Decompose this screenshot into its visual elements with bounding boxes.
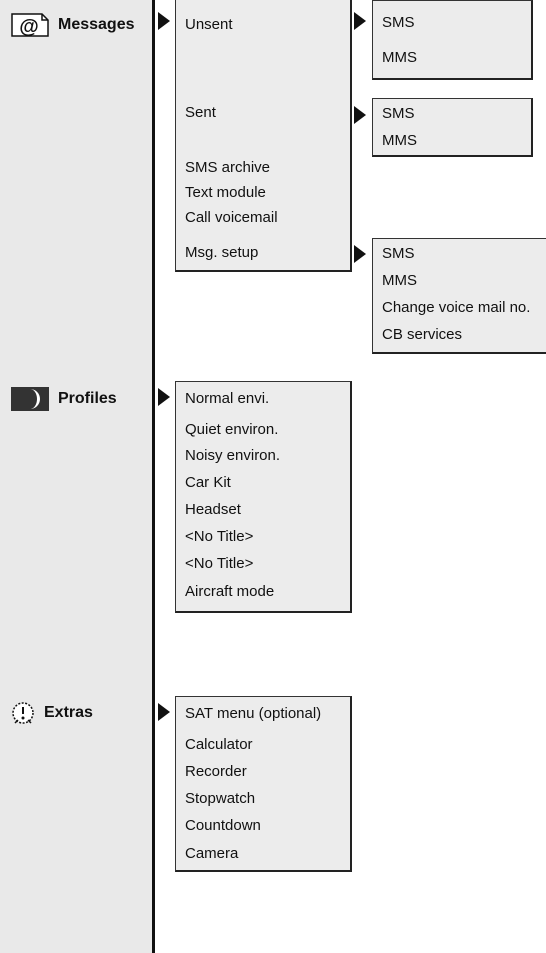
- menu-profiles[interactable]: Profiles: [10, 384, 117, 414]
- messages-panel: Unsent Sent SMS archive Text module Call…: [175, 0, 352, 272]
- profiles-panel: Normal envi. Quiet environ. Noisy enviro…: [175, 381, 352, 613]
- extras-stopwatch[interactable]: Stopwatch: [185, 790, 256, 807]
- setup-mms[interactable]: MMS: [382, 272, 417, 289]
- arrow-right-icon: [158, 12, 170, 30]
- profile-headset[interactable]: Headset: [185, 501, 241, 518]
- sent-sms[interactable]: SMS: [382, 105, 415, 122]
- item-unsent[interactable]: Unsent: [185, 16, 233, 33]
- item-sms-archive[interactable]: SMS archive: [185, 159, 271, 176]
- menu-messages[interactable]: @ Messages: [10, 10, 135, 40]
- menu-extras[interactable]: Extras: [10, 698, 93, 728]
- sent-submenu: SMS MMS: [372, 98, 533, 157]
- arrow-right-icon: [354, 106, 366, 124]
- extras-calculator[interactable]: Calculator: [185, 736, 253, 753]
- extras-sat-menu[interactable]: SAT menu (optional): [185, 705, 322, 722]
- svg-text:@: @: [19, 16, 39, 38]
- arrow-right-icon: [158, 388, 170, 406]
- setup-sms[interactable]: SMS: [382, 245, 415, 262]
- unsent-submenu: SMS MMS: [372, 0, 533, 80]
- menu-messages-label: Messages: [58, 16, 135, 33]
- unsent-mms[interactable]: MMS: [382, 49, 417, 66]
- arrow-right-icon: [354, 12, 366, 30]
- item-text-module[interactable]: Text module: [185, 184, 266, 201]
- item-sent[interactable]: Sent: [185, 104, 216, 121]
- profile-no-title-2[interactable]: <No Title>: [185, 555, 254, 572]
- item-msg-setup[interactable]: Msg. setup: [185, 244, 259, 261]
- profile-normal[interactable]: Normal envi.: [185, 390, 270, 407]
- extras-panel: SAT menu (optional) Calculator Recorder …: [175, 696, 352, 872]
- menu-profiles-label: Profiles: [58, 390, 117, 407]
- msg-setup-submenu: SMS MMS Change voice mail no. CB service…: [372, 238, 546, 354]
- sent-mms[interactable]: MMS: [382, 132, 417, 149]
- extras-recorder[interactable]: Recorder: [185, 763, 247, 780]
- unsent-sms[interactable]: SMS: [382, 14, 415, 31]
- extras-countdown[interactable]: Countdown: [185, 817, 261, 834]
- setup-cb-services[interactable]: CB services: [382, 326, 463, 343]
- arrow-right-icon: [158, 703, 170, 721]
- profile-no-title-1[interactable]: <No Title>: [185, 528, 254, 545]
- menu-extras-label: Extras: [44, 704, 93, 721]
- divider-line: [152, 0, 155, 953]
- at-sign-envelope-icon: @: [10, 12, 50, 38]
- crescent-moon-icon: [10, 386, 50, 412]
- profile-car-kit[interactable]: Car Kit: [185, 474, 231, 491]
- extras-camera[interactable]: Camera: [185, 845, 239, 862]
- setup-change-voicemail[interactable]: Change voice mail no.: [382, 299, 531, 316]
- item-call-voicemail[interactable]: Call voicemail: [185, 209, 278, 226]
- alarm-clock-icon: [10, 700, 36, 726]
- profile-aircraft[interactable]: Aircraft mode: [185, 583, 275, 600]
- profile-quiet[interactable]: Quiet environ.: [185, 421, 279, 438]
- arrow-right-icon: [354, 245, 366, 263]
- profile-noisy[interactable]: Noisy environ.: [185, 447, 281, 464]
- left-column: [0, 0, 152, 953]
